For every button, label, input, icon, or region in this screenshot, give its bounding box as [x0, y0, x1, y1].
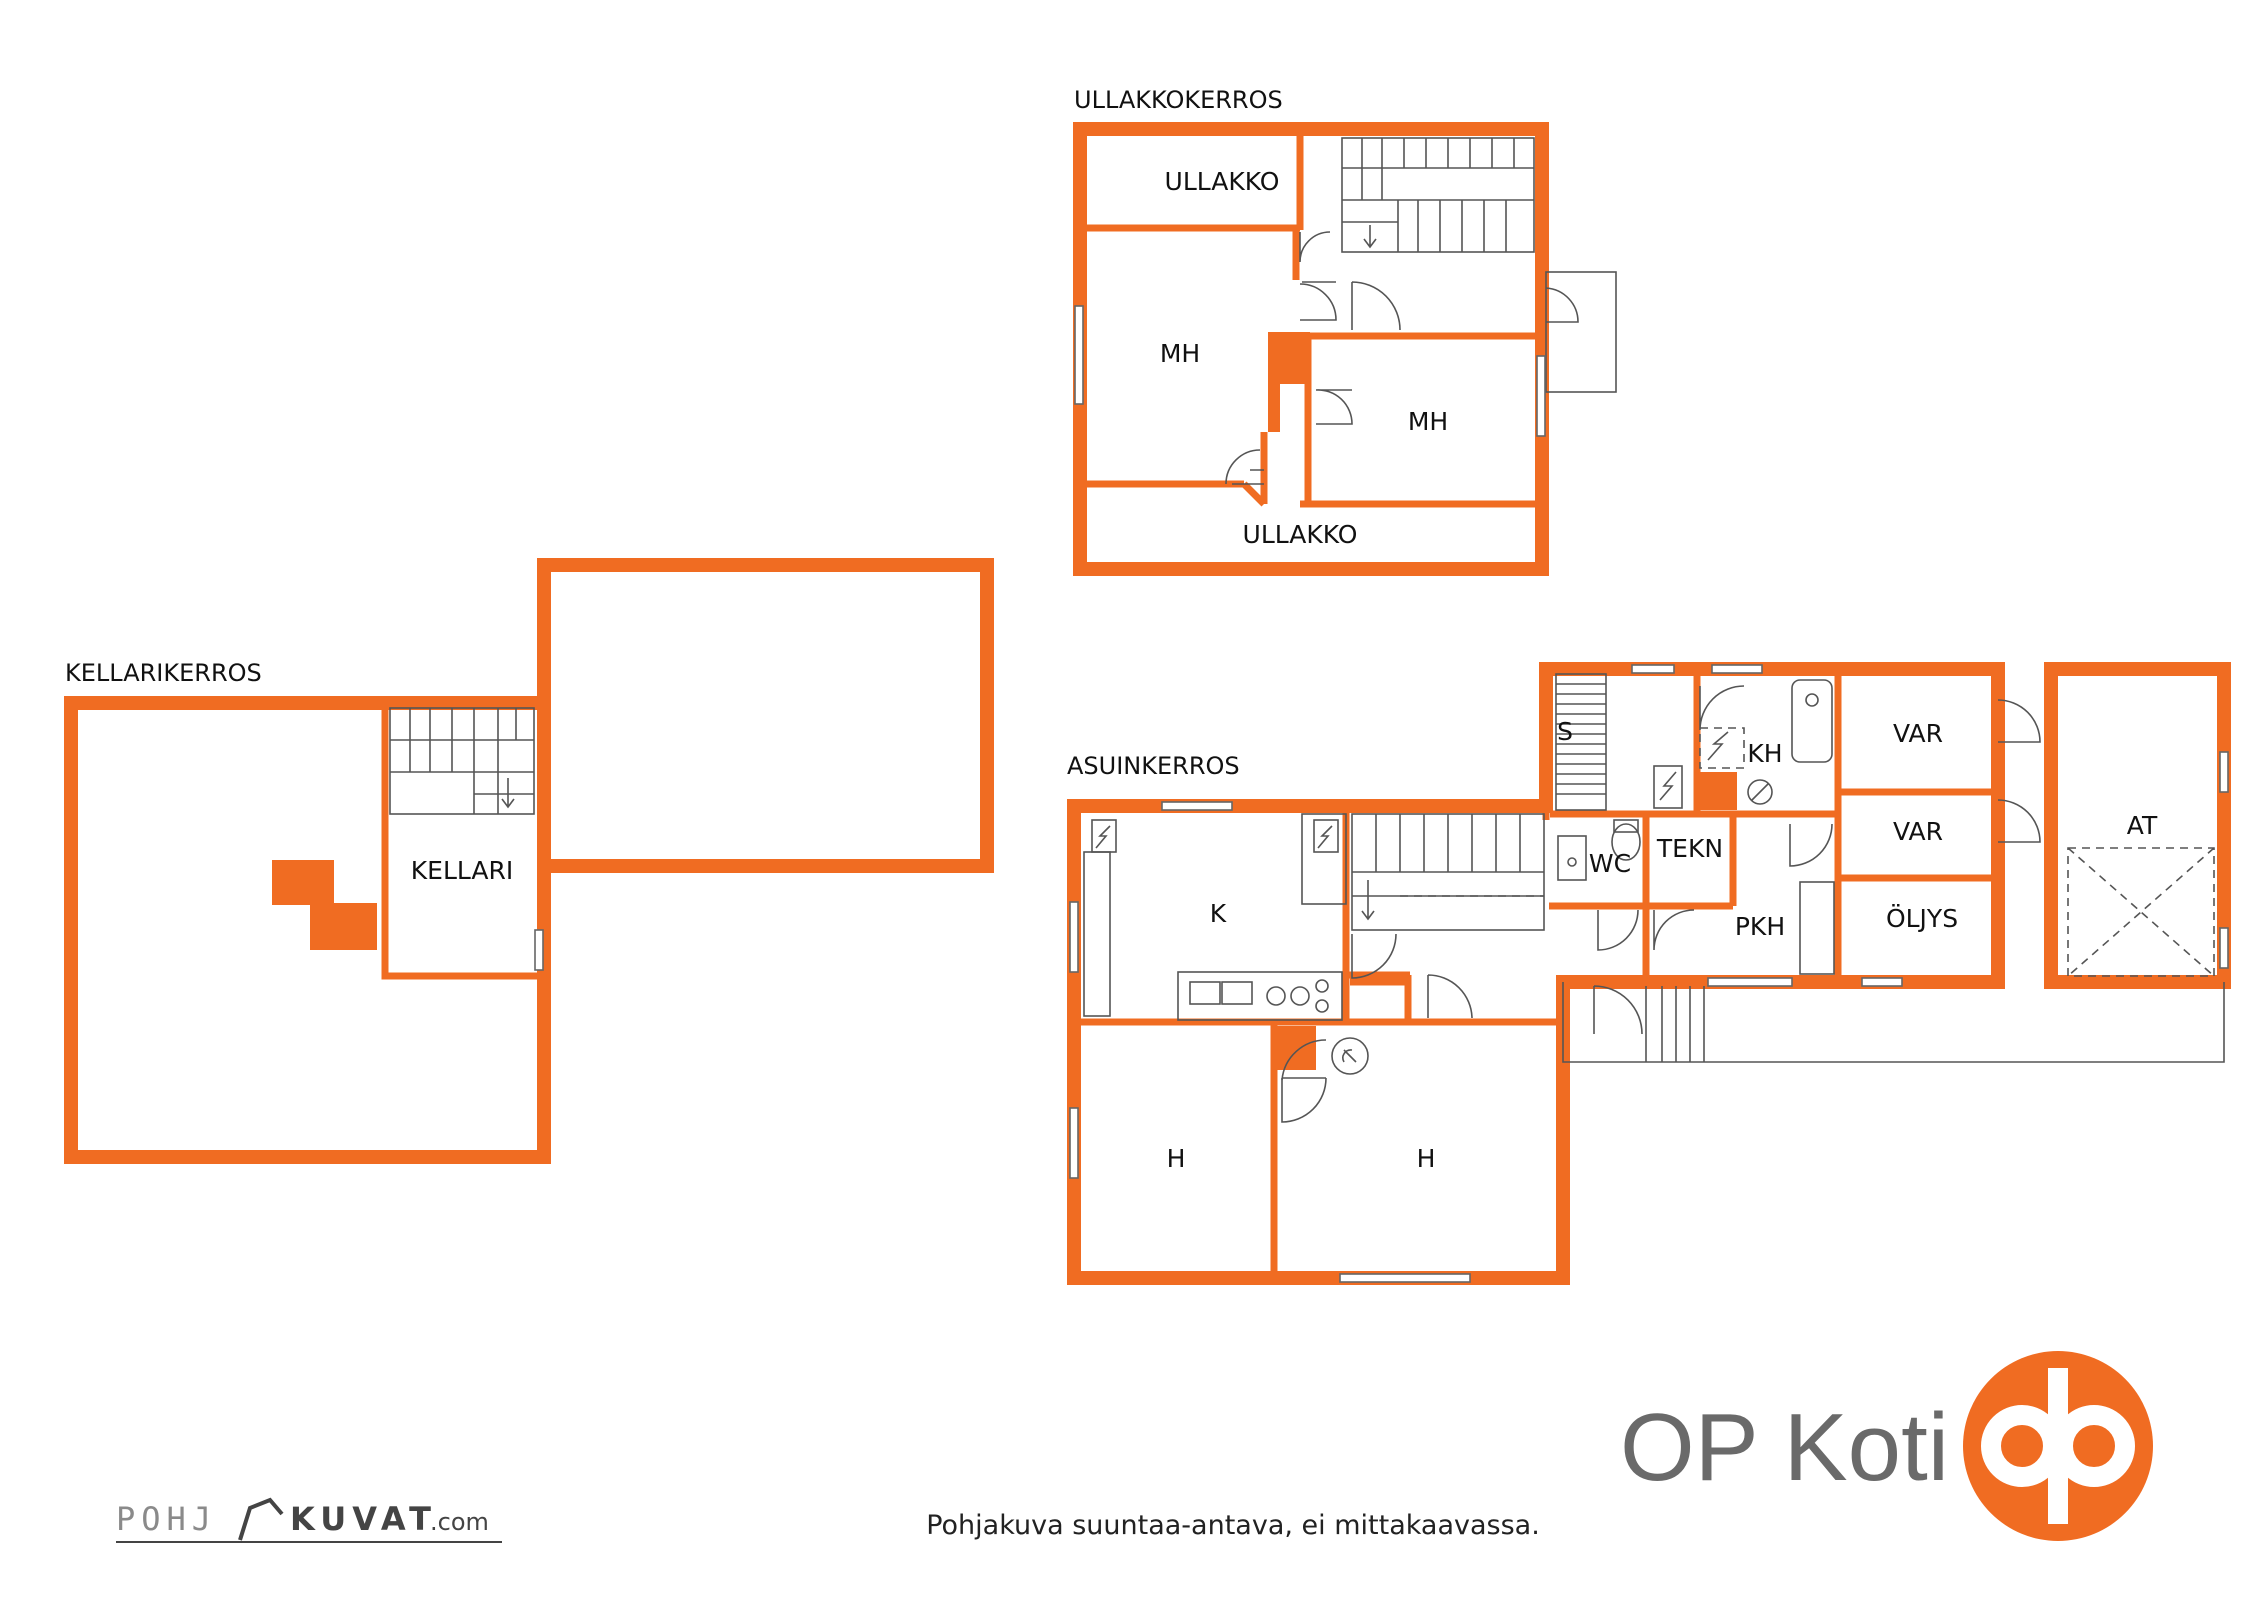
room-label-var-1: VAR: [1893, 719, 1943, 748]
room-label-ullakko-top: ULLAKKO: [1165, 167, 1280, 196]
entrance-steps: [1645, 986, 1705, 1062]
door: [1997, 799, 2041, 843]
door: [1351, 933, 1397, 979]
door: [1427, 974, 1473, 1019]
door: [1699, 685, 1745, 731]
door: [1593, 985, 1643, 1035]
basement-floor-title: KELLARIKERROS: [65, 659, 262, 687]
basement-annex-wall: [537, 558, 994, 873]
pohjakuvat-logo-mark: [238, 1497, 284, 1541]
chimney: [1268, 384, 1280, 432]
door: [1281, 1077, 1327, 1123]
door: [1653, 909, 1695, 951]
fireplace: [1342, 1049, 1357, 1063]
brand-name: OP Koti: [1620, 1394, 1949, 1501]
attic-floor: ULLAKKOKERROS ULLAKKO MH: [1073, 86, 1617, 576]
room-label-mh-right: MH: [1408, 407, 1448, 436]
window: [1707, 977, 1793, 987]
staircase: [1341, 137, 1535, 253]
room-label-h-right: H: [1417, 1144, 1436, 1173]
room-label-tekn: TEKN: [1656, 834, 1723, 863]
pohjakuvat-logo-domain: .com: [430, 1508, 489, 1536]
room-label-k: K: [1210, 899, 1227, 928]
window: [1069, 901, 1079, 973]
room-label-h-left: H: [1167, 1144, 1186, 1173]
window: [1161, 801, 1233, 811]
pohjakuvat-logo-part1: POHJ: [116, 1500, 217, 1538]
chimney: [1268, 332, 1310, 384]
window: [1861, 977, 1903, 987]
chimney: [1274, 1026, 1316, 1070]
basement-outer-wall: [64, 696, 551, 1164]
room-label-var-2: VAR: [1893, 817, 1943, 846]
room-label-mh-left: MH: [1160, 339, 1200, 368]
window: [1536, 355, 1546, 437]
balcony: [1545, 271, 1617, 393]
room-label-kh: KH: [1747, 739, 1782, 768]
staircase: [1351, 813, 1545, 931]
room-label-at: AT: [2127, 811, 2158, 840]
chimney: [1697, 772, 1737, 810]
door: [1315, 389, 1353, 425]
garage-wall: [2044, 662, 2231, 989]
main-floor: ASUINKERROS: [1067, 662, 2231, 1285]
attic-wall: [1241, 481, 1267, 507]
car-port-cross: [2067, 847, 2215, 977]
attic-floor-title: ULLAKKOKERROS: [1074, 86, 1283, 114]
door: [1225, 449, 1264, 485]
door: [1299, 231, 1331, 263]
room-label-oljys: ÖLJYS: [1886, 904, 1958, 933]
door: [1789, 823, 1833, 867]
main-floor-title: ASUINKERROS: [1067, 752, 1240, 780]
kellari-wall: [381, 707, 540, 980]
door: [1299, 281, 1337, 321]
window: [2219, 927, 2229, 969]
fireplace: [1331, 1037, 1369, 1075]
disclaimer-text: Pohjakuva suuntaa-antava, ei mittakaavas…: [926, 1510, 1540, 1541]
op-logo-icon: [1963, 1351, 2153, 1541]
basement-floor: KELLARIKERROS KELLARI: [64, 558, 994, 1164]
window: [1069, 1107, 1079, 1179]
staircase: [389, 707, 535, 815]
room-label-kellari: KELLARI: [411, 856, 513, 885]
window: [1339, 1273, 1471, 1283]
terrace: [1562, 982, 2225, 1063]
window: [1074, 305, 1084, 405]
pohjakuvat-logo-part2: KUVAT: [290, 1500, 437, 1538]
window: [1631, 664, 1675, 674]
door: [1597, 909, 1639, 951]
door: [1545, 287, 1579, 323]
kitchen-counter: [1083, 813, 1347, 1021]
pohjakuvat-logo: POHJ KUVAT .com: [116, 1497, 502, 1543]
room-label-wc: WC: [1589, 849, 1631, 878]
room-label-s: S: [1557, 717, 1573, 746]
room-label-ullakko-bottom: ULLAKKO: [1243, 520, 1358, 549]
room-label-pkh: PKH: [1735, 912, 1785, 941]
door: [1351, 281, 1401, 331]
sauna-bench: [1555, 673, 1683, 811]
window: [534, 929, 544, 971]
main-outer-wall: [1067, 662, 2005, 1285]
door-swing: [1281, 1039, 1327, 1081]
window: [2219, 751, 2229, 793]
door: [1997, 699, 2041, 743]
chimney: [272, 860, 377, 950]
bathroom-fixtures: [1557, 679, 1835, 975]
window: [1711, 664, 1763, 674]
